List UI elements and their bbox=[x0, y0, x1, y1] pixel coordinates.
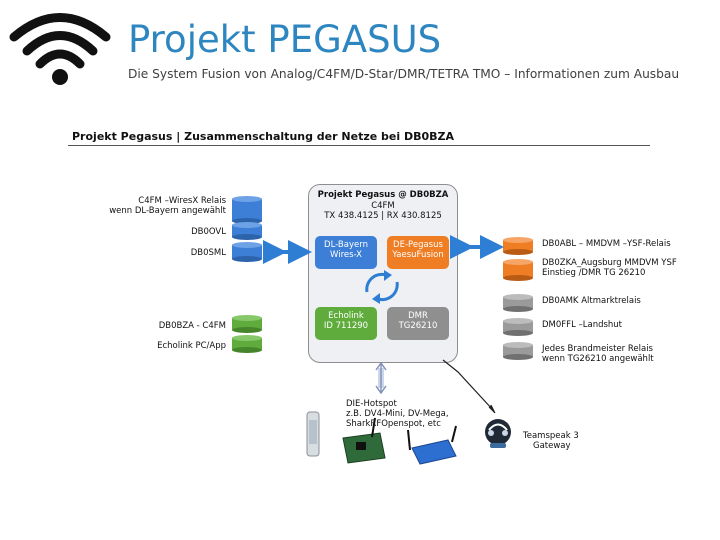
tile-dmr: DMR TG26210 bbox=[387, 307, 449, 340]
right-label-brandmeister: Jedes Brandmeister Relais wenn TG26210 a… bbox=[542, 344, 654, 364]
page-subtitle: Die System Fusion von Analog/C4FM/D-Star… bbox=[128, 67, 680, 81]
teamspeak-connector bbox=[442, 359, 494, 411]
usb-stick-icon bbox=[306, 411, 320, 457]
label-line: C4FM –WiresX Relais bbox=[138, 196, 226, 206]
hotspot-board-icon bbox=[342, 417, 386, 464]
tile-line: Wires-X bbox=[329, 250, 362, 260]
tile-line: ID 711290 bbox=[323, 321, 369, 331]
teamspeak-label: Teamspeak 3 Gateway bbox=[523, 431, 579, 451]
label-line: SharkRFOpenspot, etc bbox=[346, 419, 441, 429]
tile-de-pegasus: DE-Pegasus YaesuFusion bbox=[387, 236, 449, 269]
label-line: wenn TG26210 angewählt bbox=[542, 354, 654, 364]
label-line: wenn DL-Bayern angewählt bbox=[109, 206, 226, 216]
tile-line: DE-Pegasus bbox=[393, 240, 443, 250]
label-line: Jedes Brandmeister Relais bbox=[542, 344, 653, 354]
cylinder-blue bbox=[232, 196, 262, 224]
cylinder-green bbox=[232, 335, 262, 353]
label-line: Gateway bbox=[533, 441, 571, 451]
teamspeak-icon bbox=[485, 419, 511, 448]
right-label-db0amk: DB0AMK Altmarktrelais bbox=[542, 296, 641, 306]
cylinder-blue bbox=[232, 242, 262, 262]
cylinder-gray bbox=[503, 318, 533, 336]
double-arrow-down bbox=[375, 361, 387, 395]
openspot-device-icon bbox=[407, 425, 457, 465]
page-title: Projekt PEGASUS bbox=[128, 18, 442, 61]
left-relay-stack bbox=[232, 196, 262, 353]
cylinder-green bbox=[232, 315, 262, 333]
hotspot-label: DIE-Hotspot z.B. DV4-Mini, DV-Mega, Shar… bbox=[346, 399, 449, 429]
tile-dl-bayern: DL-Bayern Wires-X bbox=[315, 236, 377, 269]
cylinder-gray bbox=[503, 342, 533, 360]
cylinder-blue bbox=[232, 222, 262, 240]
left-label-db0bza: DB0BZA - C4FM bbox=[158, 321, 226, 331]
left-label-db0sml: DB0SML bbox=[190, 248, 226, 258]
tile-line: YaesuFusion bbox=[392, 250, 444, 260]
tile-line: TG26210 bbox=[398, 321, 438, 331]
tile-line: DMR bbox=[408, 311, 428, 321]
tile-line: DL-Bayern bbox=[324, 240, 368, 250]
right-label-db0abl: DB0ABL – MMDVM –YSF-Relais bbox=[542, 239, 671, 249]
cylinder-gray bbox=[503, 294, 533, 312]
tile-line: Echolink bbox=[328, 311, 364, 321]
sync-cycle-icon bbox=[365, 270, 399, 304]
center-mode: C4FM bbox=[371, 201, 395, 211]
label-line: DIE-Hotspot bbox=[346, 399, 397, 409]
label-line: Teamspeak 3 bbox=[523, 431, 579, 441]
cylinder-orange bbox=[503, 259, 533, 281]
left-label-db0ovl: DB0OVL bbox=[191, 227, 226, 237]
right-relay-stack bbox=[503, 237, 533, 360]
center-title: Projekt Pegasus @ DB0BZA bbox=[317, 190, 449, 200]
left-label-echolink-app: Echolink PC/App bbox=[157, 341, 226, 351]
label-line: Einstieg /DMR TG 26210 bbox=[542, 268, 646, 278]
left-label-c4fm-wiresx: C4FM –WiresX Relais wenn DL-Bayern angew… bbox=[96, 196, 226, 216]
right-label-dm0ffl: DM0FFL –Landshut bbox=[542, 320, 623, 330]
diagram-heading: Projekt Pegasus | Zusammenschaltung der … bbox=[72, 130, 454, 143]
center-frequency: TX 438.4125 | RX 430.8125 bbox=[324, 211, 442, 221]
cylinder-orange bbox=[503, 237, 533, 255]
heading-divider bbox=[68, 145, 650, 146]
label-line: DB0ZKA_Augsburg MMDVM YSF bbox=[542, 258, 677, 268]
tile-echolink: Echolink ID 711290 bbox=[315, 307, 377, 340]
right-label-db0zka: DB0ZKA_Augsburg MMDVM YSF Einstieg /DMR … bbox=[542, 258, 677, 278]
label-line: z.B. DV4-Mini, DV-Mega, bbox=[346, 409, 449, 419]
